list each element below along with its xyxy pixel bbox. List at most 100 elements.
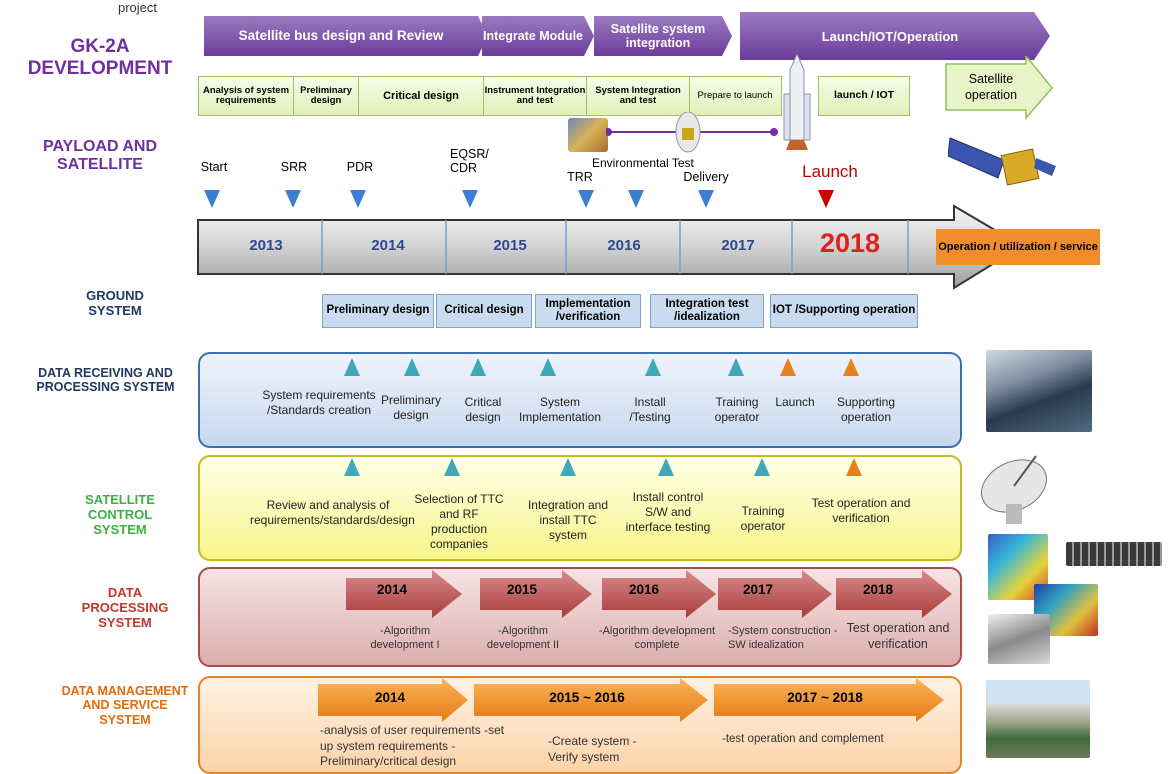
operation-service-box: Operation / utilization / service [936, 229, 1100, 265]
year-2018: 2018 [819, 228, 881, 258]
row-label-payload: PAYLOAD AND SATELLITE [42, 138, 158, 174]
stage-integrate-module: Integrate Module [482, 28, 583, 43]
scs-test-operation: Test operation and verification [811, 496, 911, 525]
year-2015: 2015 [493, 237, 527, 254]
control-room-photo [986, 350, 1092, 432]
scs-marker-6 [846, 458, 862, 476]
dps-year-2017: 2017 [742, 582, 774, 597]
stage-bus-design: Satellite bus design and Review [238, 28, 444, 44]
row-label-dms: DATA MANAGEMENT AND SERVICE SYSTEM [61, 684, 189, 727]
ground-integration-test: Integration test /idealization [650, 294, 764, 328]
drp-marker-5 [645, 358, 661, 376]
dps-test-operation: Test operation and verification [846, 621, 950, 652]
drp-marker-3 [470, 358, 486, 376]
milestone-start: Start [200, 160, 228, 174]
scs-marker-2 [444, 458, 460, 476]
dps-year-2015: 2015 [506, 582, 538, 597]
dms-period-arrows [318, 678, 944, 722]
dps-year-2014: 2014 [376, 582, 408, 597]
cloud-image-photo [988, 614, 1050, 664]
year-2017: 2017 [721, 237, 755, 254]
drp-marker-1 [344, 358, 360, 376]
milestone-pdr: PDR [346, 160, 374, 174]
scs-marker-4 [658, 458, 674, 476]
phase-analysis: Analysis of system requirements [199, 77, 294, 115]
milestone-env-test-marker [628, 190, 644, 208]
dms-analysis-requirements: -analysis of user requirements -set up s… [320, 723, 505, 769]
milestone-launch: Launch [802, 162, 858, 181]
scs-panel [198, 455, 962, 561]
drp-marker-6 [728, 358, 744, 376]
dps-algorithm-complete: -Algorithm development complete [598, 625, 716, 652]
milestone-trr-marker [578, 190, 594, 208]
dms-period-2014: 2014 [374, 690, 406, 705]
header-fragment: project [118, 0, 158, 15]
drp-supporting-operation: Supporting operation [836, 395, 896, 424]
scs-marker-1 [344, 458, 360, 476]
row-label-gk2a: GK-2A DEVELOPMENT [27, 36, 173, 79]
row-label-dps: DATA PROCESSING SYSTEM [81, 585, 169, 630]
drp-system-implementation: System Implementation [518, 395, 602, 424]
drp-marker-2 [404, 358, 420, 376]
ground-iot-support: IOT /Supporting operation [770, 294, 918, 328]
dps-panel [198, 567, 962, 667]
env-test-connector [606, 112, 778, 153]
scs-selection-ttc: Selection of TTC and RF production compa… [414, 492, 504, 551]
row-label-ground: GROUND SYSTEM [86, 288, 144, 318]
satellite-operation-arrow [945, 56, 1053, 120]
satellite-in-orbit-icon [948, 137, 1056, 186]
scs-review-analysis: Review and analysis of requirements/stan… [250, 498, 415, 527]
drp-critical-design: Critical design [464, 395, 502, 424]
dms-create-verify: -Create system -Verify system [548, 734, 637, 764]
phase-critical: Critical design [359, 77, 484, 115]
year-2014: 2014 [371, 237, 405, 254]
satellite-dish-icon [981, 455, 1047, 524]
milestone-srr-marker [285, 190, 301, 208]
milestone-launch-marker [818, 190, 834, 208]
year-2016: 2016 [607, 237, 641, 254]
drp-training-operator: Training operator [714, 395, 760, 424]
scs-marker-5 [754, 458, 770, 476]
environmental-test-label: Environmental Test [592, 156, 694, 170]
drp-marker-4 [540, 358, 556, 376]
year-2013: 2013 [249, 237, 283, 254]
stage-arrows-graphic [204, 12, 1050, 60]
drp-launch: Launch [775, 395, 815, 409]
drp-panel [198, 352, 962, 448]
scs-install-control: Install control S/W and interface testin… [625, 490, 711, 534]
milestone-start-marker [204, 190, 220, 208]
satellite-assembly-photo [568, 118, 608, 152]
dms-period-2017-2018: 2017 ~ 2018 [787, 690, 863, 705]
year-timeline-arrow [197, 204, 1024, 290]
phase-system-integration: System Integration and test [587, 77, 690, 115]
ground-preliminary-design: Preliminary design [322, 294, 434, 328]
milestone-pdr-marker [350, 190, 366, 208]
milestone-delivery-marker [698, 190, 714, 208]
milestone-delivery: Delivery [683, 170, 729, 184]
milestone-cdr-marker [462, 190, 478, 208]
drp-marker-support [843, 358, 859, 376]
phase-instrument: Instrument Integration and test [484, 77, 587, 115]
milestone-eqsr-cdr: EQSR/ CDR [450, 147, 489, 175]
row-label-scs: SATELLITE CONTROL SYSTEM [85, 492, 155, 537]
drp-system-requirements: System requirements /Standards creation [262, 388, 376, 417]
dps-year-2016: 2016 [628, 582, 660, 597]
milestone-trr: TRR [567, 170, 593, 184]
rocket-icon [783, 54, 811, 150]
stage-system-integration: Satellite system integration [610, 21, 706, 50]
dps-year-2018: 2018 [862, 582, 894, 597]
server-racks-photo [1066, 542, 1162, 566]
row-label-drp: DATA RECEIVING AND PROCESSING SYSTEM [36, 366, 175, 395]
dms-test-operation: -test operation and complement [722, 733, 884, 745]
phase-preliminary: Preliminary design [294, 77, 359, 115]
drp-marker-launch [780, 358, 796, 376]
dps-system-construction: -System construction -SW idealization [728, 625, 838, 652]
ground-critical-design: Critical design [436, 294, 532, 328]
scs-training-operator: Training operator [740, 504, 786, 533]
milestone-srr: SRR [280, 160, 308, 174]
drp-install-testing: Install /Testing [629, 395, 671, 424]
phase-satellite-operation: Satellite operation [964, 72, 1018, 102]
dps-algorithm-2: -Algorithm development II [486, 625, 560, 652]
scs-integration-install: Integration and install TTC system [527, 498, 609, 542]
